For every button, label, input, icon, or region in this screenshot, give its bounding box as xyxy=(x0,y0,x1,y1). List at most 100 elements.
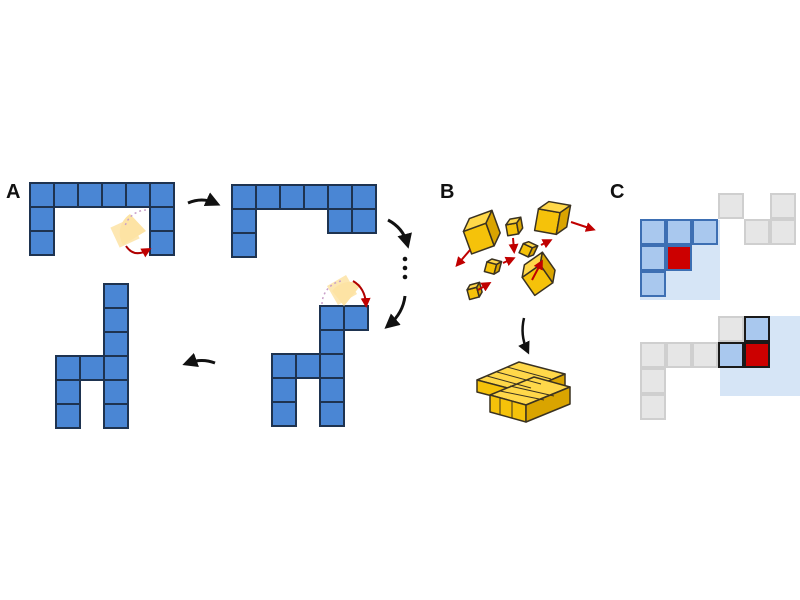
module xyxy=(55,355,81,381)
neighbor-cell xyxy=(640,245,666,271)
module-square xyxy=(125,182,151,208)
config-2 xyxy=(231,184,377,258)
module xyxy=(149,230,175,256)
module xyxy=(295,353,321,379)
focus-cell-square xyxy=(666,245,692,271)
pivot-dotted-arc xyxy=(124,209,147,227)
neighbor-cell xyxy=(640,219,666,245)
step-arrow-icon xyxy=(384,295,407,329)
module xyxy=(351,184,377,210)
module xyxy=(79,355,105,381)
config-3 xyxy=(271,274,371,427)
module-square xyxy=(327,208,353,234)
module-square xyxy=(279,184,305,210)
neighborhood-example-top xyxy=(640,193,796,300)
grid-cell xyxy=(770,193,796,219)
module-square xyxy=(343,305,369,331)
panel-c-label: C xyxy=(610,181,624,203)
repulsion-arrow-icon xyxy=(502,256,516,267)
grid-cell-square xyxy=(640,342,666,368)
module-square xyxy=(103,307,129,333)
module xyxy=(231,208,257,234)
neighbor-cell-square xyxy=(666,219,692,245)
grid-cell xyxy=(666,342,692,368)
neighbor-cell xyxy=(666,219,692,245)
module-square xyxy=(271,401,297,427)
repulsion-arrow-icon xyxy=(531,259,543,281)
grid-cell-square xyxy=(744,219,770,245)
module xyxy=(29,206,55,232)
module-square xyxy=(149,230,175,256)
module xyxy=(271,401,297,427)
grid-cell-square xyxy=(692,342,718,368)
grid-cell xyxy=(640,394,666,420)
neighbor-cell-square xyxy=(744,316,770,342)
module xyxy=(101,182,127,208)
repulsion-arrow-icon xyxy=(540,239,553,249)
module xyxy=(319,329,345,355)
neighbor-cell xyxy=(692,219,718,245)
module-square xyxy=(271,377,297,403)
grid-cell xyxy=(744,219,770,245)
grid-cell-square xyxy=(666,342,692,368)
grid-cell-square xyxy=(718,193,744,219)
pivot-dotted-arc xyxy=(321,280,342,305)
module-square xyxy=(103,379,129,405)
module xyxy=(319,401,345,427)
module xyxy=(103,283,129,309)
repulsion-arrow-icon xyxy=(508,237,519,254)
neighbor-cell-square xyxy=(640,271,666,297)
grid-cell xyxy=(640,342,666,368)
module xyxy=(103,355,129,381)
grid-cell-square xyxy=(770,193,796,219)
module xyxy=(29,182,55,208)
loose-cube xyxy=(466,281,483,301)
module xyxy=(231,232,257,258)
cluster-seam xyxy=(486,375,532,389)
module-square xyxy=(103,283,129,309)
pivot-highlight-square xyxy=(326,274,358,306)
module-square xyxy=(103,355,129,381)
repulsion-arrow-icon xyxy=(455,249,471,268)
neighbor-cell xyxy=(640,271,666,297)
module-square xyxy=(319,329,345,355)
module-square xyxy=(55,403,81,429)
repulsion-arrow-icon xyxy=(477,281,492,292)
module-square xyxy=(103,403,129,429)
neighbor-cell-square xyxy=(718,342,744,368)
module-square xyxy=(55,379,81,405)
module-square xyxy=(319,305,345,331)
module xyxy=(125,182,151,208)
neighborhood-example-bottom xyxy=(640,316,800,420)
cluster-seam xyxy=(506,366,552,380)
cluster-seam xyxy=(509,385,555,397)
neighbor-cell-square xyxy=(640,245,666,271)
module-square xyxy=(79,355,105,381)
module-square xyxy=(271,353,297,379)
neighbor-cell-square xyxy=(692,219,718,245)
neighbor-cell xyxy=(744,316,770,342)
continuation-ellipsis-icon xyxy=(402,256,408,280)
assembled-cluster xyxy=(476,361,571,423)
module xyxy=(149,182,175,208)
config-4 xyxy=(55,283,129,429)
module xyxy=(327,184,353,210)
grid-cell-square xyxy=(640,394,666,420)
module-square xyxy=(327,184,353,210)
module xyxy=(271,353,297,379)
loose-cube xyxy=(505,216,524,237)
module-square xyxy=(295,353,321,379)
module-square xyxy=(319,377,345,403)
grid-cell-square xyxy=(770,219,796,245)
module-square xyxy=(255,184,281,210)
loose-cube xyxy=(518,240,539,258)
module xyxy=(279,184,305,210)
config-1 xyxy=(29,182,175,258)
module-square xyxy=(351,184,377,210)
module xyxy=(255,184,281,210)
module-square xyxy=(29,230,55,256)
module-square xyxy=(77,182,103,208)
focus-cell xyxy=(744,342,770,368)
module-square xyxy=(149,206,175,232)
